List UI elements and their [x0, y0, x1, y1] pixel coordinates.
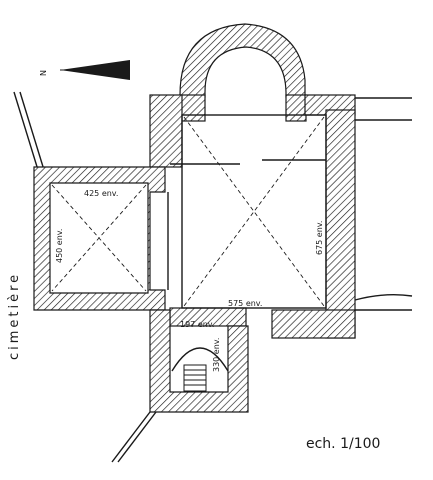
- porch-depth-label: 330 env.: [212, 338, 221, 372]
- nave-height-label: 675 env.: [315, 221, 324, 255]
- cemetery-boundary: [13, 91, 157, 463]
- apse-buttress-right: [285, 94, 307, 122]
- stairs: [183, 364, 207, 392]
- nave-east-wall: [325, 109, 356, 339]
- chapel-height-label: 450 env.: [55, 229, 64, 263]
- chapel-width-label: 425 env.: [84, 189, 118, 198]
- chapel-wall: [33, 166, 166, 311]
- cemetery-label: cimetière: [7, 272, 22, 360]
- apse-wall: [179, 23, 306, 98]
- apse-buttress-left: [179, 94, 206, 122]
- north-label: N: [39, 70, 48, 76]
- porch-wall: [149, 309, 249, 413]
- walls: [33, 23, 356, 413]
- porch-width-label: 197 env.: [180, 320, 214, 329]
- nave-north-wall: [149, 94, 183, 168]
- nave-width-label: 575 env.: [228, 299, 262, 308]
- nave-south-wall: [271, 309, 356, 339]
- adjacent-structures: [350, 97, 413, 311]
- vault-diagonals: [51, 116, 325, 307]
- scale-label: ech. 1/100: [306, 436, 380, 452]
- interior-lines: [167, 114, 327, 372]
- north-arrow-icon: [60, 60, 130, 80]
